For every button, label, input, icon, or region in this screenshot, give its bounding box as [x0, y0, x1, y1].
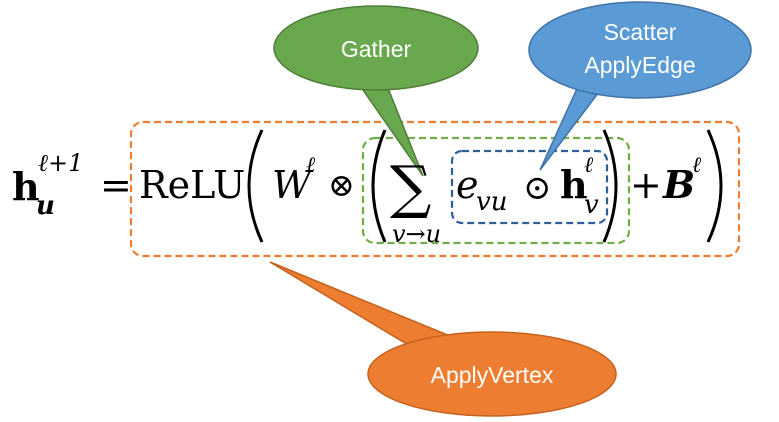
scatter-label-line1: Scatter: [604, 19, 677, 45]
apply-vertex-box: [129, 120, 741, 258]
scatter-label-line2: ApplyEdge: [584, 52, 695, 78]
scatter-box: [450, 149, 609, 225]
scatter-bubble: [528, 1, 752, 99]
gather-callout: Gather: [273, 5, 479, 177]
W-sup-l: ℓ: [306, 153, 316, 178]
gather-label: Gather: [341, 36, 412, 62]
odot-symbol: ⊙: [523, 168, 552, 208]
h-right: h: [560, 162, 588, 207]
apply-vertex-label: ApplyVertex: [431, 362, 554, 388]
h-left-sup: ℓ+1: [38, 149, 83, 177]
outer-right-paren: [706, 129, 723, 243]
h-right-sup-l: ℓ: [584, 153, 594, 178]
scatter-callout: Scatter ApplyEdge: [528, 1, 752, 171]
inner-right-paren: [602, 129, 618, 243]
outer-left-paren: [247, 129, 264, 243]
B-symbol: B: [662, 162, 695, 207]
h-left-sub-u: u: [36, 191, 55, 221]
otimes-symbol: ⊗: [328, 166, 355, 204]
equals-sign: =: [100, 163, 132, 207]
apply-vertex-callout: ApplyVertex: [269, 261, 617, 417]
scatter-pointer: [539, 81, 607, 171]
W-symbol: W: [272, 163, 314, 207]
gather-bubble: [273, 5, 479, 91]
h-right-sub-v: v: [584, 190, 599, 220]
h-left: h: [12, 164, 40, 209]
apply-vertex-bubble: [367, 331, 617, 417]
gather-box: [361, 136, 631, 245]
relu-label: ReLU: [139, 163, 245, 207]
sigma-symbol: ∑: [390, 153, 431, 221]
e-symbol: e: [456, 163, 479, 207]
sum-limit: v→u: [392, 220, 441, 248]
plus-sign: +: [630, 163, 662, 207]
e-sub-vu: vu: [476, 187, 507, 217]
B-sup-l: ℓ: [692, 153, 702, 178]
inner-left-paren: [371, 129, 387, 243]
